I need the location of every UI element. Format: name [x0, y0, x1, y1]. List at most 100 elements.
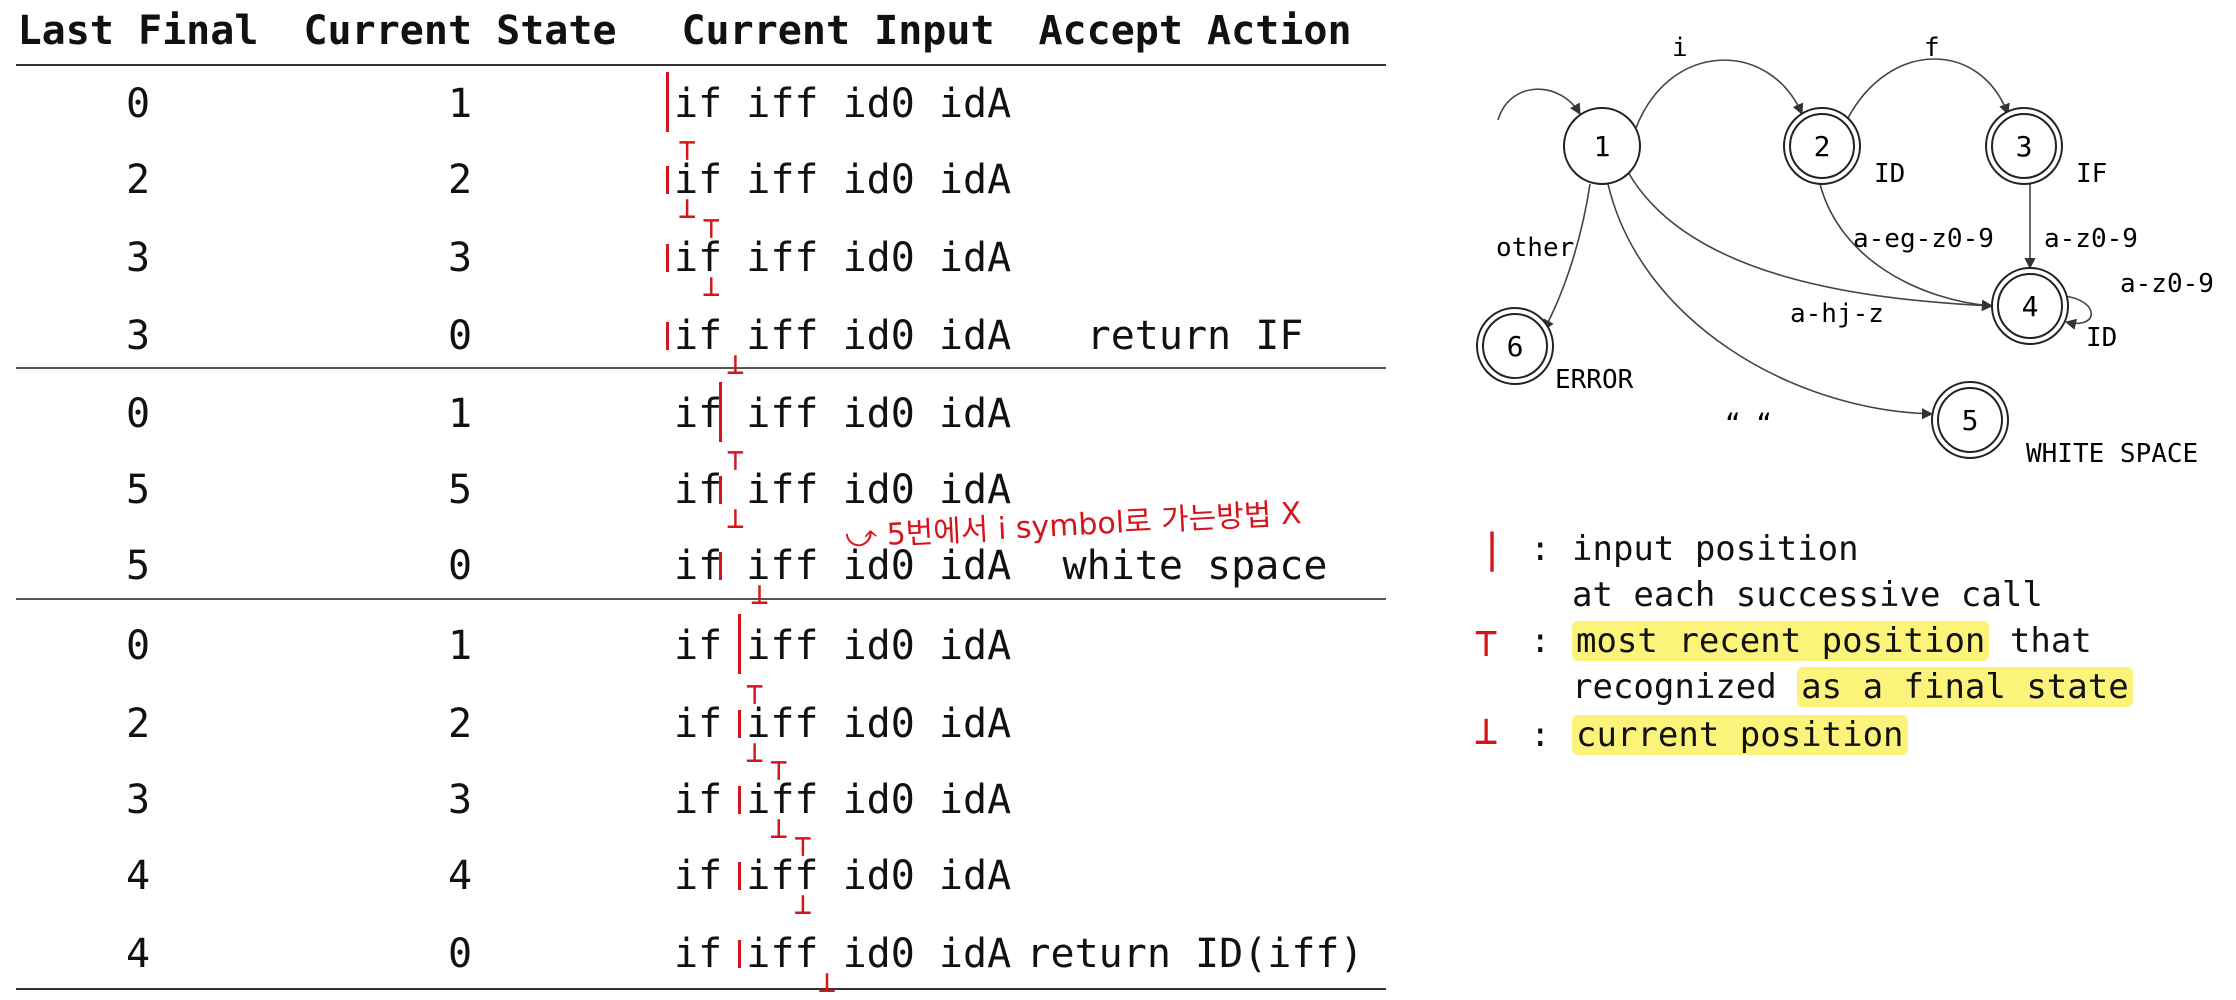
recent-final-marker: ⊤: [678, 133, 697, 168]
transition-label: f: [1924, 33, 1940, 63]
current-state-cell: 1: [447, 391, 473, 437]
legend-recent-line1: most recent position that: [1572, 618, 2092, 664]
current-input-cell: if iff id0 idA: [674, 853, 1012, 899]
last-final-cell: 0: [125, 623, 151, 669]
transition-1-5: [1607, 183, 1934, 420]
state-3: 3IF: [1985, 107, 2107, 189]
accept-action-cell: return IF: [1086, 313, 1304, 359]
last-final-cell: 3: [125, 313, 151, 359]
current-position-marker: ⊥: [769, 811, 788, 846]
transition-2-4: [1819, 183, 1994, 311]
last-final-cell: 4: [125, 931, 151, 977]
transition-label: a-hj-z: [1790, 299, 1884, 329]
current-state-cell: 0: [447, 313, 473, 359]
transition-2-3: [1847, 58, 2010, 119]
input-position-marker: [719, 476, 723, 504]
transition-4-4: [2063, 295, 2092, 330]
recent-final-marker: ⊤: [726, 443, 745, 478]
input-position-marker-icon: |: [1480, 526, 1505, 572]
current-state-cell: 3: [447, 235, 473, 281]
recent-final-marker-icon: ⊤: [1474, 620, 1499, 666]
state-number: 4: [2022, 290, 2039, 323]
input-position-marker: [666, 166, 669, 194]
current-state-cell: 5: [447, 467, 473, 513]
recent-final-marker: ⊤: [702, 211, 721, 246]
group-divider: [16, 598, 1386, 600]
transition-1-6: [1543, 183, 1591, 331]
current-state-cell: 4: [447, 853, 473, 899]
last-final-cell: 4: [125, 853, 151, 899]
current-position-marker-icon: ⊥: [1474, 708, 1499, 754]
last-final-cell: 2: [125, 157, 151, 203]
transition-label: a-eg-z0-9: [1853, 224, 1994, 254]
current-input-cell: if iff id0 idA: [674, 157, 1012, 203]
input-position-marker: [738, 940, 742, 968]
start-arrow: [1497, 88, 1581, 121]
last-final-cell: 2: [125, 701, 151, 747]
state-4: 4ID: [1991, 267, 2117, 353]
legend-recent-line2: recognized as a final state: [1572, 664, 2133, 710]
current-state-cell: 0: [447, 543, 473, 589]
legend-current-highlight: current position: [1572, 715, 1908, 755]
state-number: 1: [1594, 130, 1611, 163]
current-position-marker: ⊥: [750, 577, 769, 612]
current-state-cell: 1: [447, 623, 473, 669]
current-position-marker: ⊥: [726, 347, 745, 382]
legend-input-sep: :: [1530, 529, 1551, 569]
input-position-marker: [738, 862, 742, 890]
current-state-cell: 2: [447, 157, 473, 203]
group-divider: [16, 367, 1386, 369]
input-position-marker: [666, 322, 669, 350]
last-final-cell: 5: [125, 467, 151, 513]
state-label: IF: [2076, 159, 2107, 189]
current-input-cell: if iff id0 idA: [674, 81, 1012, 127]
lexer-trace-table: Last Final Current State Current Input A…: [0, 8, 1400, 998]
legend-input-position-2: at each successive call: [1572, 575, 2043, 615]
input-position-marker: [666, 72, 669, 132]
current-position-marker: ⊥: [817, 965, 836, 1000]
legend-current-sep: :: [1530, 715, 1551, 755]
state-number: 6: [1507, 330, 1524, 363]
current-input-cell: if iff id0 idA: [674, 313, 1012, 359]
current-state-cell: 2: [447, 701, 473, 747]
state-number: 3: [2016, 130, 2033, 163]
input-position-marker: [738, 710, 742, 738]
state-label: ID: [1874, 159, 1905, 189]
table-row: 2 2 if iff id0 idA⊤ ⊥: [0, 136, 1400, 224]
current-state-cell: 0: [447, 931, 473, 977]
current-position-marker: ⊥: [678, 191, 697, 226]
transition-1-4: [1627, 171, 1994, 312]
current-input-cell: if iff id0 idA: [674, 701, 1012, 747]
current-input-cell: if iff id0 idA: [674, 543, 1012, 589]
legend: | : input position at each successive ca…: [1474, 520, 2220, 780]
legend-recent-that: that: [1989, 621, 2092, 661]
header-accept-action: Accept Action: [1038, 8, 1352, 54]
current-state-cell: 3: [447, 777, 473, 823]
state-label: WHITE SPACE: [2026, 439, 2198, 469]
current-state-cell: 1: [447, 81, 473, 127]
header-last-final: Last Final: [17, 8, 259, 54]
input-position-marker: [738, 786, 742, 814]
current-input-cell: if iff id0 idA: [674, 931, 1012, 977]
annotation-arrow-icon: ⤻: [844, 518, 879, 555]
current-position-marker: ⊥: [726, 501, 745, 536]
state-number: 2: [1814, 130, 1831, 163]
current-position-marker: ⊥: [793, 887, 812, 922]
current-input-cell: if iff id0 idA: [674, 623, 1012, 669]
transition-label: “ “: [1725, 409, 1772, 439]
legend-input-position: input position: [1572, 529, 1859, 569]
recent-final-marker: ⊤: [793, 829, 812, 864]
recent-final-marker: ⊤: [769, 753, 788, 788]
recent-final-marker: ⊤: [745, 677, 764, 712]
state-2: 2ID: [1783, 107, 1905, 189]
state-1: 1: [1563, 107, 1641, 185]
table-row: 3 0 if iff id0 idA return IF ⊥: [0, 298, 1400, 380]
